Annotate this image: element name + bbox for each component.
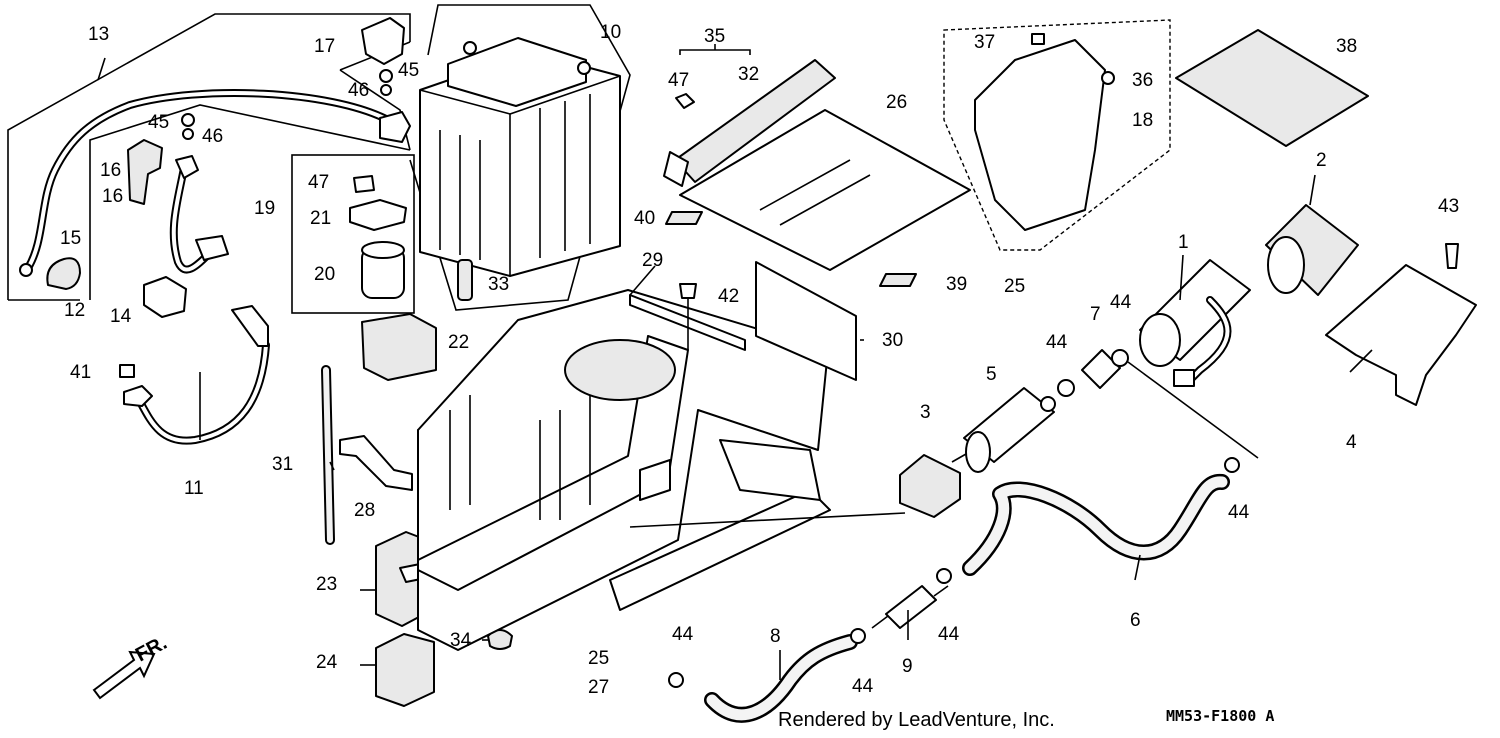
label-34: 34 (450, 630, 472, 651)
bolt-37 (1031, 33, 1045, 45)
label-36: 36 (1132, 70, 1153, 91)
label-17: 17 (314, 36, 335, 57)
label-18: 18 (1132, 110, 1153, 131)
rubber-mount (375, 633, 435, 707)
label-44: 44 (672, 624, 694, 645)
label-31: 31 (272, 454, 293, 475)
relay-group (291, 154, 415, 314)
label-15: 15 (60, 228, 81, 249)
label-10: 10 (600, 22, 621, 43)
label-23: 23 (316, 574, 337, 595)
tray-cover (679, 109, 971, 271)
breather-tube (321, 365, 335, 545)
label-14: 14 (110, 306, 132, 327)
plate-box (943, 19, 1171, 251)
label-20: 20 (314, 264, 335, 285)
bracket-4 (1325, 264, 1477, 406)
bolt-42 (679, 283, 697, 299)
leader-lines (199, 174, 1373, 680)
label-30: 30 (882, 330, 903, 351)
label-9: 9 (902, 656, 913, 677)
callout-labels: 13 17 45 46 45 46 16 16 15 12 14 10 19 4… (60, 22, 1459, 698)
label-25: 25 (1004, 276, 1025, 297)
label-22: 22 (448, 332, 469, 353)
label-38: 38 (1336, 36, 1357, 57)
label-2: 2 (1316, 150, 1327, 171)
pad-40 (665, 211, 703, 225)
bolt-43 (1445, 243, 1459, 269)
label-29: 29 (642, 250, 663, 271)
label-42: 42 (718, 286, 739, 307)
label-46: 46 (348, 80, 369, 101)
pad-39 (879, 273, 917, 287)
label-4: 4 (1346, 432, 1357, 453)
plate-18 (974, 39, 1106, 231)
front-direction-arrow: FR. (92, 632, 171, 700)
label-33: 33 (488, 274, 509, 295)
label-11: 11 (184, 478, 204, 499)
label-35: 35 (704, 26, 725, 47)
battery-strap (663, 44, 836, 187)
label-47: 47 (308, 172, 329, 193)
label-44: 44 (1228, 502, 1250, 523)
label-13: 13 (88, 24, 109, 45)
label-5: 5 (986, 364, 997, 385)
label-45: 45 (148, 112, 169, 133)
label-44: 44 (1046, 332, 1068, 353)
label-47: 47 (668, 70, 689, 91)
label-32: 32 (738, 64, 759, 85)
label-16: 16 (102, 186, 123, 207)
battery-cable-group (7, 13, 411, 318)
vent-tube (457, 259, 473, 301)
label-46: 46 (202, 126, 223, 147)
label-25: 25 (588, 648, 609, 669)
battery (409, 4, 631, 311)
label-41: 41 (70, 362, 91, 383)
bracket-30 (755, 261, 857, 381)
label-44: 44 (938, 624, 960, 645)
label-19: 19 (254, 198, 275, 219)
label-1: 1 (1178, 232, 1189, 253)
label-45: 45 (398, 60, 419, 81)
label-39: 39 (946, 274, 967, 295)
ground-cable (119, 305, 270, 445)
label-44: 44 (1110, 292, 1132, 313)
label-12: 12 (64, 300, 85, 321)
label-37: 37 (974, 32, 995, 53)
nut-36 (1101, 71, 1115, 85)
watermark: Rendered by LeadVenture, Inc. (778, 709, 1055, 731)
label-24: 24 (316, 652, 338, 673)
label-44: 44 (852, 676, 874, 697)
label-28: 28 (354, 500, 375, 521)
fuel-filter (951, 387, 1056, 473)
label-40: 40 (634, 208, 655, 229)
bracket-28 (339, 435, 413, 491)
small-filter (871, 585, 949, 629)
fuel-line-parts (1057, 349, 1259, 459)
label-16: 16 (100, 160, 121, 181)
label-27: 27 (588, 677, 609, 698)
relay-cover (361, 313, 437, 381)
battery-tray (417, 289, 831, 651)
label-8: 8 (770, 626, 781, 647)
rubber-3 (899, 454, 961, 518)
label-6: 6 (1130, 610, 1141, 631)
label-3: 3 (920, 402, 931, 423)
label-26: 26 (886, 92, 907, 113)
label-21: 21 (310, 208, 331, 229)
label-7: 7 (1090, 304, 1101, 325)
label-43: 43 (1438, 196, 1459, 217)
sheet-38 (1175, 29, 1369, 147)
diagram-code: MM53-F1800 A (1166, 707, 1274, 725)
fuel-pump (1139, 259, 1251, 387)
